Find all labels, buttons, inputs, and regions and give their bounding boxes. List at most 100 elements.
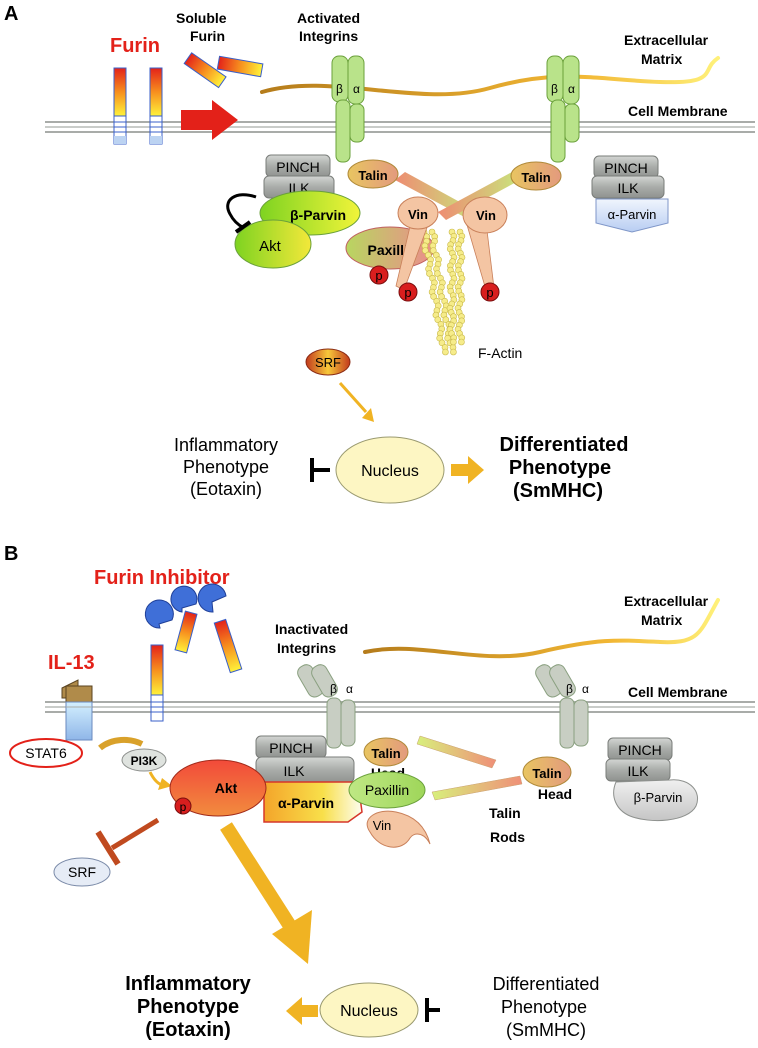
differentiated-label-b-3: (SmMHC): [506, 1020, 586, 1040]
head-label-b2: Head: [538, 786, 572, 802]
ilk-label-b: ILK: [283, 763, 305, 779]
talin-label-b1: Talin: [371, 746, 400, 761]
integrin-right-a: β α: [546, 55, 580, 163]
pi3k-arrowhead: [158, 778, 172, 790]
alpha-label-a2: α: [568, 82, 575, 96]
integrin-left-a: β α: [331, 55, 365, 163]
inactivated-integrins-label-2: Integrins: [277, 640, 336, 656]
nucleus-to-diff-arrow-a: [451, 456, 484, 484]
activated-integrins-label-2: Integrins: [299, 28, 358, 44]
differentiated-label-a-1: Differentiated: [500, 434, 629, 456]
beta-label-b1: β: [330, 682, 337, 696]
akt-to-nucleus-head: [272, 910, 312, 964]
feedback-inhibition-bar: [234, 220, 252, 234]
actin-bead: [429, 247, 437, 254]
soluble-furin-label-2: Furin: [190, 28, 225, 44]
phospho-label-a2: p: [404, 285, 411, 300]
furin-label: Furin: [110, 35, 160, 57]
ecm-label-a-1: Extracellular: [624, 32, 709, 48]
akt-to-nucleus-shaft: [220, 822, 296, 930]
paxillin-b: [348, 771, 426, 809]
beta-label-b2: β: [566, 682, 573, 696]
talin-rod-b2: [431, 775, 523, 801]
differentiated-label-a-3: (SmMHC): [513, 480, 603, 502]
f-actin-label: F-Actin: [478, 345, 522, 361]
stat6-label: STAT6: [25, 745, 67, 761]
phospho-label-a3: p: [486, 285, 493, 300]
ilk-label-a-right: ILK: [617, 180, 639, 196]
inflammatory-label-a-1: Inflammatory: [174, 435, 278, 455]
actin-bead: [426, 270, 433, 277]
actin-bead: [438, 293, 445, 300]
inflammatory-label-a-2: Phenotype: [183, 457, 269, 477]
furin-transmembrane-1: [113, 67, 127, 145]
panel-a-letter: A: [4, 3, 18, 25]
srf-b: [53, 857, 111, 887]
srf-to-nucleus-arrow-a: [338, 381, 368, 414]
akt-b: [169, 759, 267, 817]
akt-label-b: Akt: [215, 780, 238, 796]
alpha-label-b1: α: [346, 682, 353, 696]
actin-bead: [442, 348, 449, 356]
vinculin-a2: [462, 196, 508, 234]
phospho-a2: [398, 282, 418, 302]
srf-label-a: SRF: [315, 355, 341, 370]
alpha-label-a1: α: [353, 82, 360, 96]
ilk-box-a-right: [591, 175, 665, 199]
phospho-label-b: p: [180, 800, 187, 814]
soluble-furin-2: [216, 55, 264, 78]
ecm-label-b-2: Matrix: [641, 612, 682, 628]
inactivated-integrins-label-1: Inactivated: [275, 621, 348, 637]
beta-parvin-label-a: β-Parvin: [290, 207, 346, 223]
soluble-furin-label-1: Soluble: [176, 10, 227, 26]
srf-label-b: SRF: [68, 864, 96, 880]
ecm-label-b-1: Extracellular: [624, 593, 709, 609]
ilk-box-b: [255, 756, 355, 784]
inhibited-soluble-furin-2: [213, 618, 243, 674]
alpha-parvin-b: [263, 781, 363, 823]
phospho-a3: [480, 282, 500, 302]
actin-bead: [421, 247, 429, 254]
srf-inhibit-bar: [95, 830, 121, 866]
srf-a: [305, 348, 351, 376]
akt-a: [234, 219, 312, 269]
pinch-label-b: PINCH: [269, 740, 313, 756]
vinculin-a1: [397, 196, 439, 230]
alpha-parvin-label-a: α-Parvin: [608, 207, 657, 222]
inhibitor-pacman-3: [197, 583, 227, 613]
paxillin-label-b: Paxillin: [365, 782, 409, 798]
inhibited-soluble-furin-1: [174, 610, 198, 654]
pi3k-label: PI3K: [131, 754, 158, 768]
differentiated-label-a-2: Phenotype: [509, 457, 611, 479]
actin-bead: [434, 270, 441, 277]
alpha-parvin-label-b: α-Parvin: [278, 795, 334, 811]
panel-b-letter: B: [4, 543, 18, 565]
red-arrow: [181, 100, 238, 140]
vinculin-b: [366, 810, 431, 848]
ecm-label-a-2: Matrix: [641, 51, 682, 67]
nucleus-a: [335, 436, 445, 504]
actin-bead: [438, 339, 446, 347]
furin-transmembrane-2: [149, 67, 163, 145]
il13-receptor: [61, 679, 93, 741]
talin-rod-a2: [438, 172, 520, 220]
inflammatory-label-b-3: (Eotaxin): [145, 1019, 231, 1041]
pi3k-curve-arrow: [98, 736, 144, 751]
differentiated-label-b-1: Differentiated: [493, 974, 600, 994]
talin-head-b1: [363, 737, 409, 767]
talin-head-a2: [510, 161, 562, 191]
cell-membrane-a: [45, 121, 755, 133]
talin-label-b2: Talin: [532, 766, 561, 781]
pi3k: [121, 748, 167, 772]
stat6: [9, 738, 83, 768]
cell-membrane-label-a: Cell Membrane: [628, 103, 728, 119]
il13-label: IL-13: [48, 652, 95, 674]
cell-membrane-label-b: Cell Membrane: [628, 684, 728, 700]
inflammatory-label-b-1: Inflammatory: [125, 973, 251, 995]
integrin-left-b: β α: [297, 664, 356, 749]
beta-parvin-b: [613, 779, 698, 822]
pinch-label-b-right: PINCH: [618, 742, 662, 758]
f-actin-strands: [420, 228, 466, 356]
actin-bead: [450, 348, 457, 356]
